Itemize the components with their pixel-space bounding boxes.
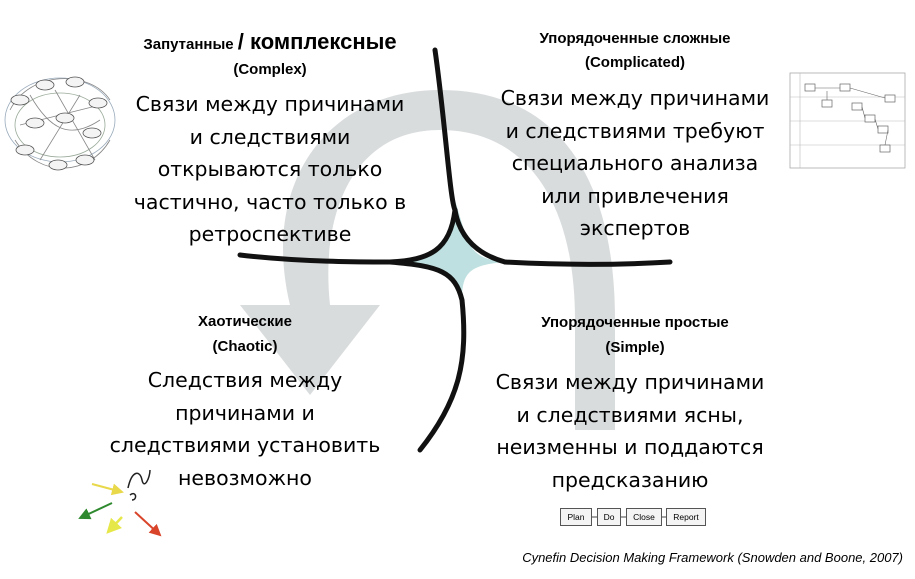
simple-body-line: предсказанию <box>551 467 709 492</box>
complicated-body-line: и следствиями требуют <box>505 118 765 143</box>
chaotic-body: Следствия между причинами и следствиями … <box>90 364 400 494</box>
flow-step-close: Close <box>626 508 662 526</box>
complicated-body-line: специального анализа <box>511 151 759 175</box>
simple-body: Связи между причинами и следствиями ясны… <box>470 366 790 496</box>
complex-title-en: (Complex) <box>233 61 307 78</box>
flow-step-plan: Plan <box>560 508 592 526</box>
complicated-body-line: Связи между причинами <box>500 86 770 110</box>
simple-body-line: неизменны и поддаются <box>496 435 764 459</box>
complicated-title-en: (Complicated) <box>584 54 685 71</box>
complex-body-line: и следствиями <box>189 124 351 149</box>
complex-body-line: открываются только <box>157 157 383 181</box>
flow-step-report: Report <box>666 508 706 526</box>
complex-body-line: ретроспективе <box>188 222 352 246</box>
divider-right <box>502 259 673 267</box>
complicated-body-line: экспертов <box>579 216 691 240</box>
chaotic-body-line: невозможно <box>178 465 312 490</box>
complicated-body-line: или привлечения <box>541 183 729 208</box>
simple-title: Упорядоченные простые <box>541 314 729 331</box>
citation: Cynefin Decision Making Framework (Snowd… <box>522 550 903 565</box>
chaotic-title: Хаотические <box>198 313 292 330</box>
chaotic-body-line: следствиями установить <box>109 433 381 457</box>
simple-title-en: (Simple) <box>605 339 665 356</box>
complicated-body: Связи между причинами и следствиями треб… <box>475 82 795 245</box>
complex-title: Запутанные / комплексные <box>105 30 435 57</box>
flow-step-do: Do <box>597 508 621 526</box>
complex-body-line: Связи между причинами <box>135 92 405 116</box>
complex-body: Связи между причинами и следствиями откр… <box>110 88 430 251</box>
complex-title-big: / комплексные <box>237 29 397 54</box>
complicated-title: Упорядоченные сложные <box>539 30 731 47</box>
simple-body-line: и следствиями ясны, <box>516 402 744 427</box>
simple-body-line: Связи между причинами <box>495 370 765 394</box>
chaotic-body-line: причинами и <box>175 400 315 425</box>
divider-bottom <box>387 259 467 453</box>
chaotic-body-line: Следствия между <box>147 368 343 392</box>
complex-body-line: частично, часто только в <box>133 189 407 214</box>
complex-title-prefix: Запутанные <box>143 36 234 53</box>
center-region <box>390 200 505 300</box>
chaotic-title-en: (Chaotic) <box>212 338 278 355</box>
